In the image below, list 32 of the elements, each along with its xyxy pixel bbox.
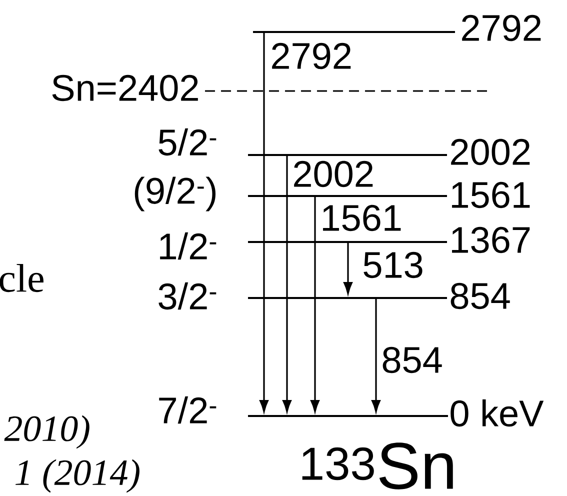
energy-level-line (248, 297, 447, 299)
gamma-energy-label: 1561 (323, 204, 401, 232)
spin-label: 3/2$^{-}$ (158, 282, 216, 310)
gamma-energy-label: 2792 (272, 42, 351, 70)
spin-label: 1/2$^{-}$ (160, 232, 216, 260)
text-fragment: 2010) (4, 415, 90, 449)
transition-arrow (344, 243, 352, 294)
energy-level-line (248, 154, 447, 156)
energy-level-line (248, 195, 447, 197)
energy-level-line (248, 241, 447, 243)
gamma-energy-label: 854 (382, 346, 442, 374)
energy-level-line (253, 31, 455, 33)
energy-label: 854 (450, 282, 510, 310)
energy-label: 0 keV (450, 399, 544, 427)
energy-label: 1367 (452, 226, 530, 254)
transition-arrow (310, 197, 320, 412)
text-fragment: cle (0, 264, 44, 292)
gamma-energy-label: 513 (364, 252, 422, 278)
transition-arrow (282, 156, 292, 412)
spin-label: 7/2$^{-}$ (159, 396, 216, 424)
transition-arrow (372, 299, 380, 412)
energy-label: 1561 (452, 182, 530, 208)
text-fragment: 1 (2014) (16, 459, 140, 493)
spin-label: (9/2$^{-}$) (134, 176, 216, 212)
energy-level-line (248, 415, 448, 417)
nucleus-label: $^{133}$Sn (302, 442, 453, 490)
transition-arrow (260, 33, 268, 412)
energy-label: 2792 (462, 14, 541, 42)
energy-label: 2002 (451, 138, 530, 166)
separation-energy-label: Sn=2402 (52, 74, 198, 102)
gamma-energy-label: 2002 (294, 160, 373, 188)
spin-label: 5/2$^{-}$ (158, 128, 216, 156)
